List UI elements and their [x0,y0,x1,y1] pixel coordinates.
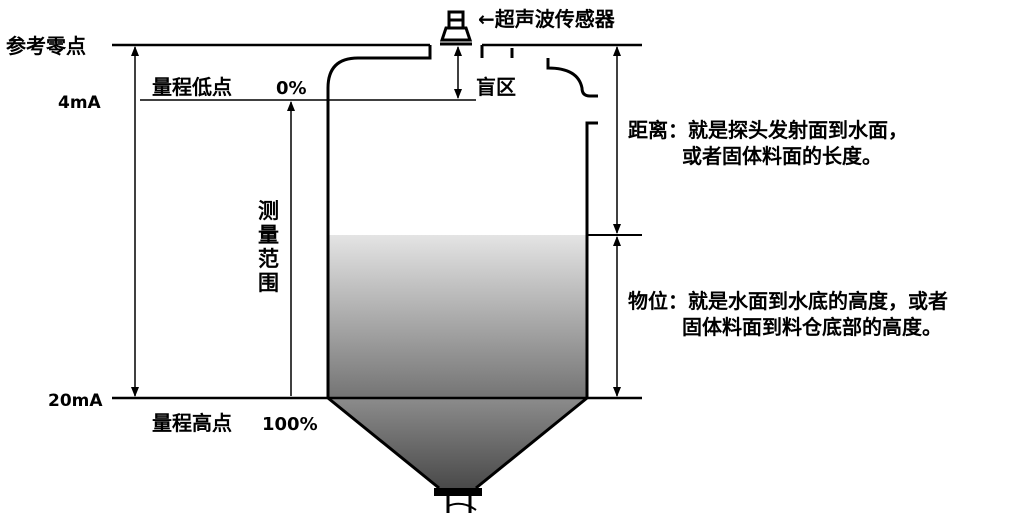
range-high-percent: 100% [262,414,318,435]
sensor-label: ←超声波传感器 [478,7,616,31]
hopper-cone-fill [328,398,587,488]
level-label-line2: 固体料面到料仓底部的高度。 [682,315,942,339]
measure-range-label: 测 量 范 围 [258,199,279,295]
svg-text:量: 量 [258,223,279,247]
tank-outline [326,45,598,490]
range-low-label: 量程低点 [152,75,232,99]
liquid-fill [328,235,587,398]
range-high-label: 量程高点 [152,411,232,435]
current-4ma-label: 4mA [58,93,102,113]
svg-text:范: 范 [258,247,279,271]
range-low-percent: 0% [276,78,307,99]
reference-zero-label: 参考零点 [6,34,86,58]
outlet-flange [434,488,482,513]
current-20ma-label: 20mA [48,391,103,411]
blind-zone-label: 盲区 [476,75,516,99]
distance-label-line2: 或者固体料面的长度。 [682,144,882,168]
ultrasonic-sensor-icon [439,10,473,46]
level-label-line1: 物位：就是水面到水底的高度，或者 [628,289,948,313]
svg-text:测: 测 [258,199,279,223]
svg-text:围: 围 [258,271,279,295]
distance-label-line1: 距离：就是探头发射面到水面， [628,118,908,142]
